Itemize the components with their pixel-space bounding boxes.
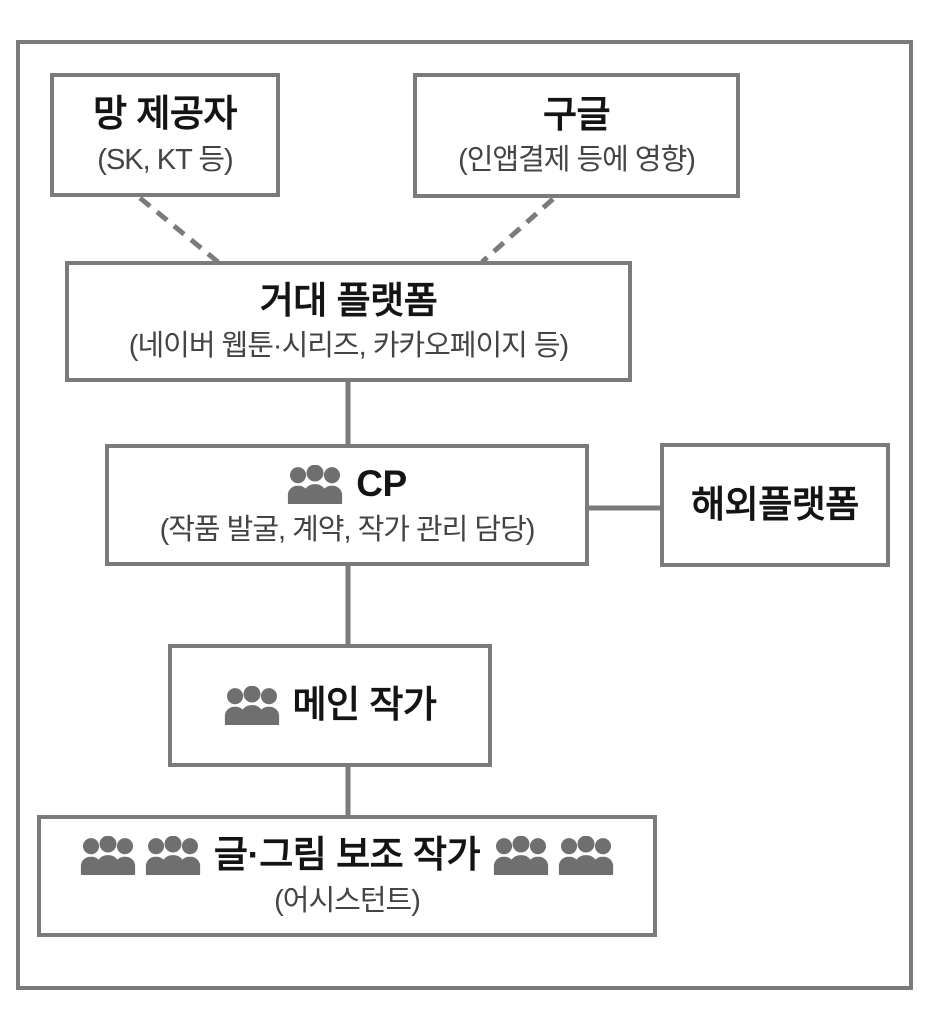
node-giant-platform-title: 거대 플랫폼 xyxy=(259,279,438,321)
node-network-provider-subtitle: (SK, KT 등) xyxy=(97,143,233,176)
node-google-title: 구글 xyxy=(542,93,611,135)
node-google: 구글 (인앱결제 등에 영향) xyxy=(413,73,740,198)
node-cp-title-row: CP xyxy=(287,462,407,506)
node-main-author: 메인 작가 xyxy=(168,644,492,767)
node-assistant-authors-title: 글·그림 보조 작가 xyxy=(213,834,481,876)
node-main-author-title: 메인 작가 xyxy=(292,684,437,726)
people-icon-pair-left xyxy=(80,836,201,875)
node-giant-platform-subtitle: (네이버 웹툰·시리즈, 카카오페이지 등) xyxy=(128,330,569,363)
people-group-icon xyxy=(145,836,201,875)
node-google-subtitle: (인앱결제 등에 영향) xyxy=(458,144,696,177)
node-network-provider: 망 제공자 (SK, KT 등) xyxy=(50,73,280,197)
people-group-icon xyxy=(224,686,280,725)
people-group-icon xyxy=(80,836,136,875)
node-network-provider-title: 망 제공자 xyxy=(93,93,237,135)
people-group-icon xyxy=(558,836,614,875)
node-overseas-platform-title: 해외플랫폼 xyxy=(691,483,859,525)
node-assistant-authors-subtitle: (어시스턴트) xyxy=(274,884,421,917)
diagram-frame xyxy=(16,40,913,990)
node-main-author-title-row: 메인 작가 xyxy=(224,683,437,727)
people-group-icon xyxy=(493,836,549,875)
people-group-icon xyxy=(287,465,343,504)
node-giant-platform: 거대 플랫폼 (네이버 웹툰·시리즈, 카카오페이지 등) xyxy=(65,261,632,382)
node-assistant-authors-title-row: 글·그림 보조 작가 xyxy=(80,833,614,877)
node-assistant-authors: 글·그림 보조 작가 (어시스턴트) xyxy=(37,815,657,937)
node-cp-title: CP xyxy=(356,463,407,505)
node-overseas-platform: 해외플랫폼 xyxy=(660,443,890,567)
node-cp: CP (작품 발굴, 계약, 작가 관리 담당) xyxy=(105,444,589,566)
people-icon-pair-right xyxy=(493,836,614,875)
node-cp-subtitle: (작품 발굴, 계약, 작가 관리 담당) xyxy=(159,513,536,546)
